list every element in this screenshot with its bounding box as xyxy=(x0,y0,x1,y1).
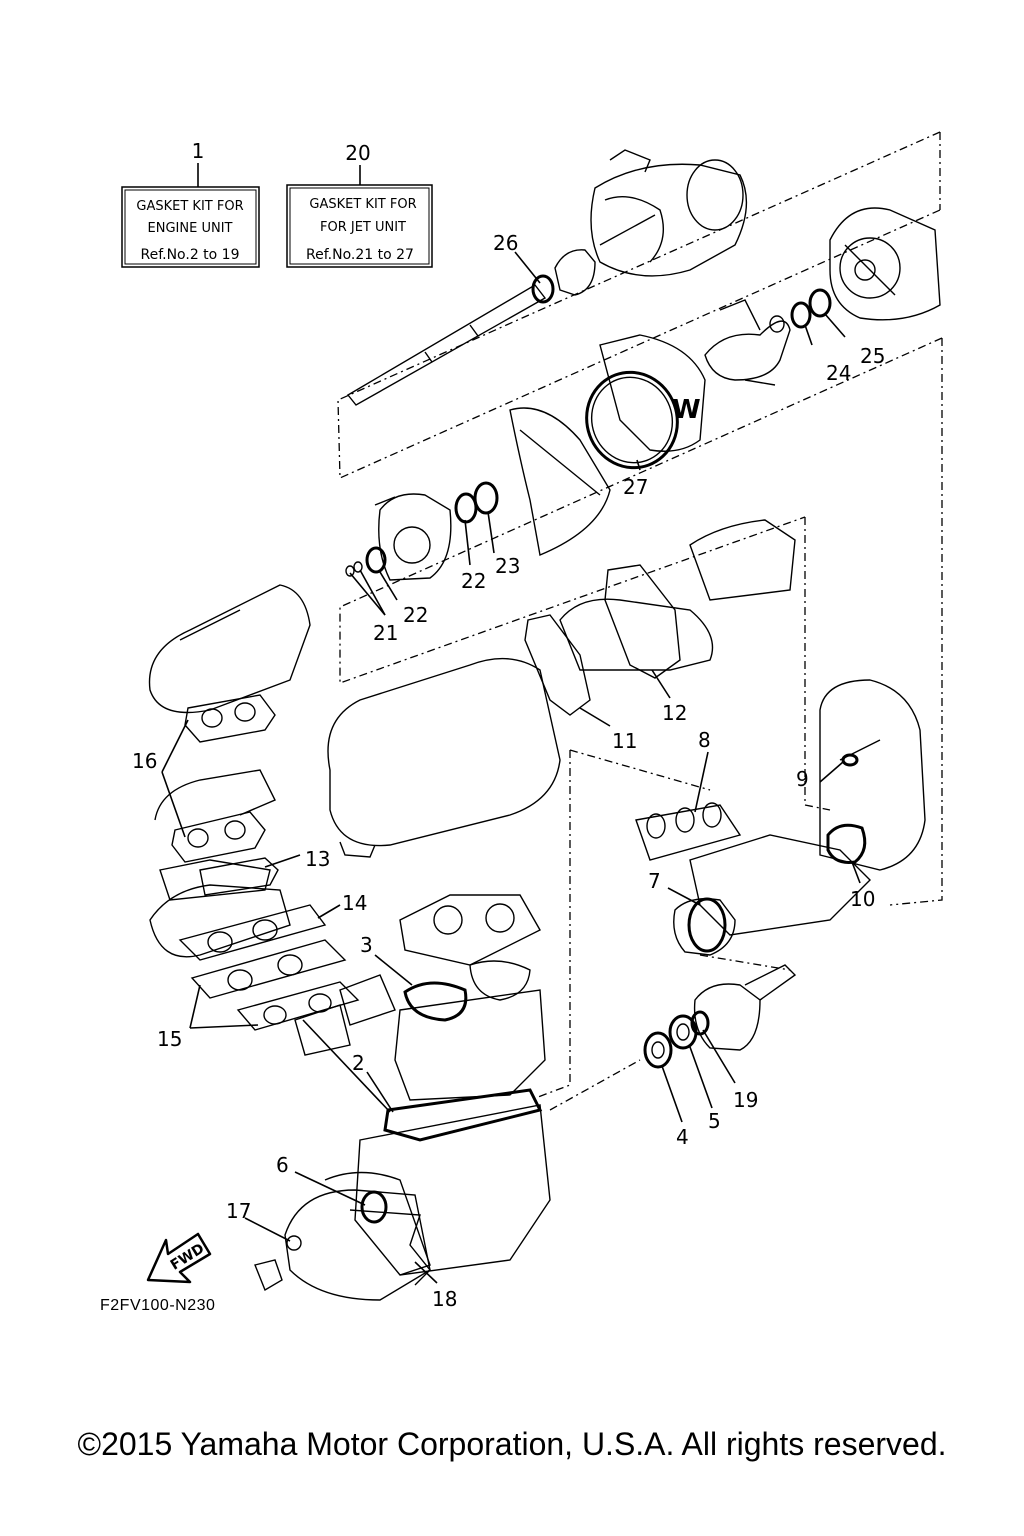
damper-4 xyxy=(643,1031,673,1069)
bearing-housing xyxy=(374,493,452,581)
callout-26: 26 xyxy=(493,231,518,255)
reed-valves xyxy=(294,974,396,1056)
kit-engine-line1: GASKET KIT FOR xyxy=(136,199,243,214)
callout-16: 16 xyxy=(132,749,157,773)
callout-5: 5 xyxy=(708,1109,721,1133)
crankcase-cover xyxy=(284,1171,431,1301)
callout-8: 8 xyxy=(698,728,711,752)
callout-22b: 22 xyxy=(403,603,428,627)
callout-4: 4 xyxy=(676,1125,689,1149)
kit-jet-line1: GASKET KIT FOR xyxy=(309,197,416,212)
o-ring-21a xyxy=(345,565,355,577)
fitting xyxy=(254,1259,283,1292)
kit-jet-line3: Ref.No.21 to 27 xyxy=(306,247,414,263)
water-box xyxy=(327,657,561,858)
callout-3: 3 xyxy=(360,933,373,957)
intake-manifold xyxy=(149,884,291,958)
collar-5 xyxy=(668,1014,698,1050)
gasket-18 xyxy=(349,1209,431,1286)
kit-jet-line2: FOR JET UNIT xyxy=(320,220,406,235)
group-boundaries xyxy=(337,131,943,1111)
exhaust-joint-7 xyxy=(673,897,736,956)
gaskets-15 xyxy=(190,939,360,1031)
oil-seal-25 xyxy=(808,288,832,318)
gasket-11 xyxy=(524,614,591,716)
o-ring-27 xyxy=(585,370,679,470)
callout-13: 13 xyxy=(305,847,330,871)
oil-seal-6 xyxy=(360,1190,388,1224)
callout-18: 18 xyxy=(432,1287,457,1311)
intake-duct xyxy=(509,407,611,556)
kit-engine-number: 1 xyxy=(192,139,205,163)
callout-6: 6 xyxy=(276,1153,289,1177)
gasket-13 xyxy=(199,857,279,896)
callout-21: 21 xyxy=(373,621,398,645)
head-gasket-3 xyxy=(403,981,468,1022)
seal-17 xyxy=(286,1235,302,1251)
output-housing xyxy=(693,964,797,1051)
exhaust-outlet-pipe xyxy=(819,679,926,871)
cylinder-head xyxy=(399,894,541,966)
kit-engine-line2: ENGINE UNIT xyxy=(148,221,233,236)
callout-23: 23 xyxy=(495,554,520,578)
callout-12: 12 xyxy=(662,701,687,725)
callout-22a: 22 xyxy=(461,569,486,593)
o-ring-21b xyxy=(353,561,363,573)
gasket-kit-engine-box: 1 GASKET KIT FOR ENGINE UNIT Ref.No.2 to… xyxy=(121,139,260,268)
exhaust-manifold xyxy=(159,859,271,901)
crankcase xyxy=(354,1104,551,1276)
gasket-10 xyxy=(826,823,867,864)
oil-seal-23 xyxy=(473,481,499,515)
washer-9 xyxy=(841,753,859,767)
gasket-14 xyxy=(178,904,327,961)
callout-24: 24 xyxy=(826,361,851,385)
exhaust-pipe-mid xyxy=(689,834,871,936)
callout-14: 14 xyxy=(342,891,367,915)
exhaust-chamber xyxy=(148,584,311,714)
copyright-notice: ©2015 Yamaha Motor Corporation, U.S.A. A… xyxy=(77,1426,947,1462)
oil-seal-19 xyxy=(690,1010,710,1036)
jet-pump-housing xyxy=(590,149,748,277)
gasket-12 xyxy=(604,564,681,679)
callout-7: 7 xyxy=(648,869,661,893)
cylinder-block xyxy=(394,989,546,1101)
diagram-code: F2FV100-N230 xyxy=(100,1297,216,1314)
bushing xyxy=(531,249,596,304)
callout-27: 27 xyxy=(623,475,648,499)
impeller xyxy=(704,299,791,386)
leader-lines xyxy=(161,251,861,1284)
fwd-arrow-icon: FWD xyxy=(146,1232,212,1284)
callout-numbers: 2 3 4 5 6 7 8 9 10 11 12 13 14 15 16 17 … xyxy=(132,231,885,1311)
oil-seal-22b xyxy=(365,546,387,574)
nozzle-housing xyxy=(829,207,941,321)
gasket-8 xyxy=(635,804,742,861)
oil-seal-24 xyxy=(790,301,812,329)
callout-11: 11 xyxy=(612,729,637,753)
callout-10: 10 xyxy=(850,887,875,911)
drive-shaft xyxy=(346,284,547,406)
callout-25: 25 xyxy=(860,344,885,368)
callout-15: 15 xyxy=(157,1027,182,1051)
exhaust-gaskets-16 xyxy=(154,694,276,863)
gasket-kit-jet-box: 20 GASKET KIT FOR FOR JET UNIT Ref.No.21… xyxy=(286,141,433,268)
muffler-pipe xyxy=(559,519,796,671)
callout-2: 2 xyxy=(352,1051,365,1075)
callout-19: 19 xyxy=(733,1088,758,1112)
kit-jet-number: 20 xyxy=(345,141,370,165)
base-gasket-2 xyxy=(383,1088,543,1142)
callout-9: 9 xyxy=(796,767,809,791)
jet-pump-body: W xyxy=(585,334,706,470)
kit-engine-line3: Ref.No.2 to 19 xyxy=(141,247,240,263)
callout-17: 17 xyxy=(226,1199,251,1223)
oil-seal-22a xyxy=(454,492,478,524)
